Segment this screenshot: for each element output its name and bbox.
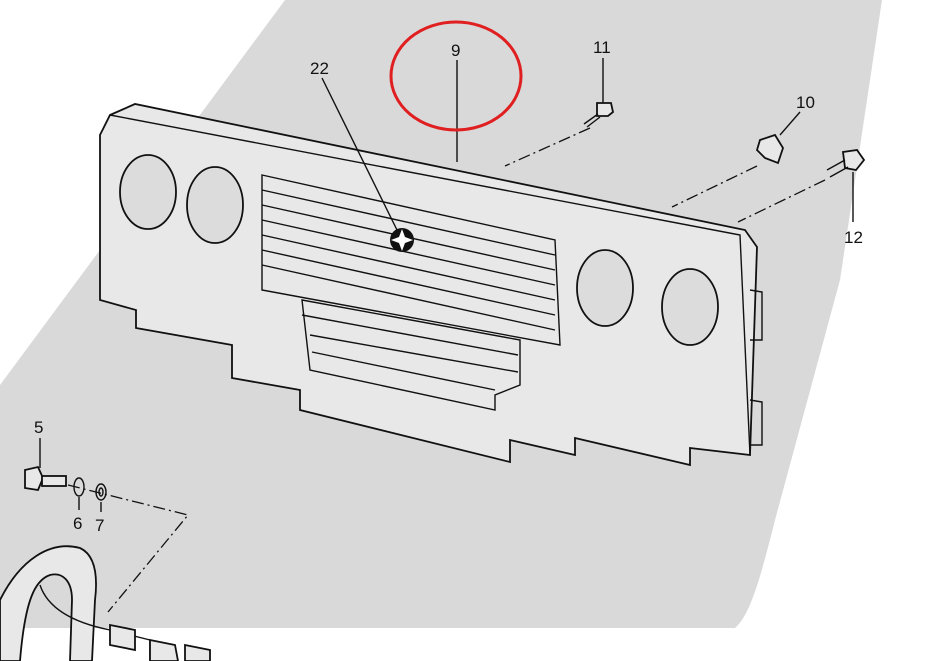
- louvers: [261, 174, 561, 411]
- callout-6: 6: [73, 514, 82, 533]
- callout-11: 11: [593, 38, 611, 57]
- bracket-part: [0, 545, 211, 661]
- grommet-7[interactable]: 7: [95, 483, 107, 535]
- callout-9-group[interactable]: 9: [451, 41, 460, 162]
- screw-11[interactable]: 11: [504, 38, 615, 167]
- callout-5: 5: [34, 418, 43, 437]
- callout-10: 10: [796, 93, 815, 112]
- screw-12[interactable]: 12: [737, 149, 866, 247]
- callout-12: 12: [844, 228, 863, 247]
- grille-panel: [99, 103, 763, 467]
- callout-22: 22: [310, 59, 329, 78]
- emblem-22[interactable]: 22: [310, 59, 414, 252]
- clip-10[interactable]: 10: [671, 93, 815, 208]
- callout-9: 9: [451, 41, 460, 60]
- highlight-circle: [389, 20, 523, 132]
- callout-7: 7: [95, 516, 104, 535]
- bolt-5[interactable]: 5: [24, 418, 67, 491]
